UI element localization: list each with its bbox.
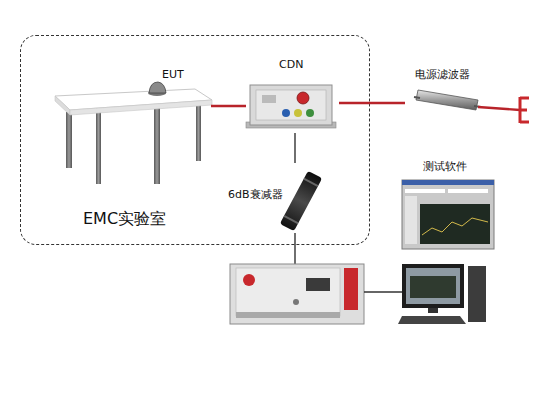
cdn-jack	[306, 109, 314, 117]
pc-tower	[468, 266, 486, 322]
filter-tab	[414, 97, 420, 98]
table-leg	[66, 112, 72, 168]
monitor-screen	[406, 268, 460, 304]
filter-body	[416, 90, 478, 110]
node-label: CDN	[279, 59, 303, 71]
node-label: 6dB衰减器	[228, 189, 283, 201]
attenuator-node: 6dB衰减器	[225, 163, 325, 235]
table-leg	[154, 106, 160, 184]
window-field	[405, 189, 445, 193]
software-window	[402, 180, 494, 249]
attenuator-body	[280, 171, 322, 231]
instrument-display	[306, 278, 330, 291]
window-trace	[422, 218, 488, 235]
window-titlebar	[402, 180, 494, 185]
attenuator-rib	[284, 215, 299, 224]
cdn-panel	[256, 90, 326, 120]
instrument-knob	[293, 299, 299, 305]
window-field	[448, 189, 488, 193]
table-edge	[55, 96, 70, 115]
rf-cable	[294, 233, 295, 264]
instrument-strip	[236, 312, 340, 318]
window-sidebar	[405, 196, 417, 244]
keyboard	[398, 316, 466, 324]
attenuator-device	[280, 171, 322, 231]
connector	[211, 105, 246, 107]
table-leg	[196, 103, 201, 161]
monitor-bezel	[402, 264, 464, 308]
eut-device	[149, 82, 166, 93]
lab-region: EMC实验室 EUT CDN	[20, 35, 370, 245]
monitor-chart	[410, 276, 456, 298]
node-label: 测试软件	[423, 161, 467, 173]
eut-node: EUT	[56, 69, 211, 111]
instrument-logo	[243, 274, 255, 286]
window-chart	[420, 204, 490, 244]
plug-symbol	[520, 97, 529, 123]
cdn-plate	[262, 95, 276, 103]
filter-node: 电源滤波器	[405, 68, 485, 112]
cdn-jack	[282, 109, 290, 117]
cdn-node: CDN	[246, 56, 339, 133]
node-label: EUT	[162, 69, 184, 81]
instrument-panel	[236, 268, 340, 316]
node-label: EMC实验室	[83, 210, 166, 228]
usb-cable	[364, 291, 402, 292]
instrument-body	[230, 264, 364, 324]
connector	[294, 133, 295, 163]
table-edge	[70, 100, 212, 115]
attenuator-rib	[303, 178, 318, 187]
power-wire	[478, 107, 520, 110]
monitor-stand	[428, 308, 438, 313]
cdn-body	[250, 85, 332, 125]
node-label: 电源滤波器	[415, 69, 470, 81]
table-leg	[96, 108, 101, 184]
instrument-strip	[344, 268, 358, 310]
cdn-knob	[297, 92, 309, 104]
software-node: 测试软件	[398, 158, 497, 252]
connector	[339, 102, 405, 104]
cdn-jack	[294, 109, 302, 117]
